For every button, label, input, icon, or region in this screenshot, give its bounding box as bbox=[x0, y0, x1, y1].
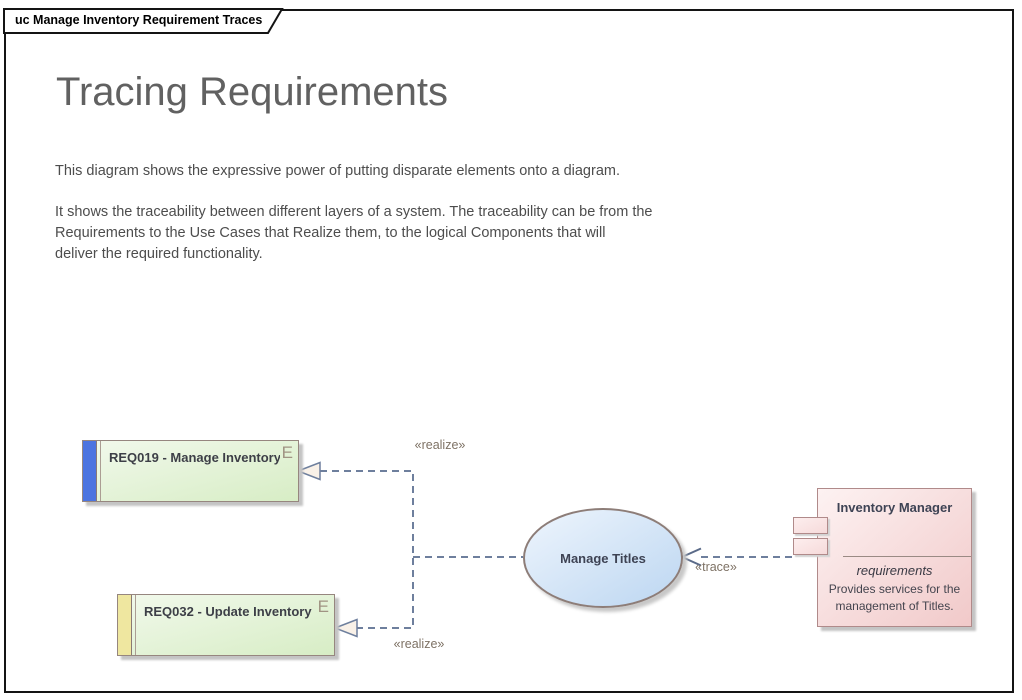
requirement-bar-divider bbox=[97, 441, 101, 501]
external-requirement-icon: E bbox=[281, 443, 293, 462]
description-paragraph-2: It shows the traceability between differ… bbox=[55, 202, 795, 265]
requirement-label: REQ019 - Manage Inventory bbox=[109, 450, 280, 465]
usecase-element-manage-titles[interactable]: Manage Titles bbox=[523, 508, 683, 608]
page-title: Tracing Requirements bbox=[56, 70, 449, 114]
requirement-status-bar bbox=[83, 441, 97, 501]
requirement-status-bar bbox=[118, 595, 132, 655]
diagram-frame bbox=[4, 9, 1014, 693]
description-line: It shows the traceability between differ… bbox=[55, 204, 653, 220]
description-paragraph-1: This diagram shows the expressive power … bbox=[55, 163, 620, 179]
frame-tab-label: uc Manage Inventory Requirement Traces bbox=[15, 13, 263, 27]
frame-tab-shape bbox=[3, 8, 284, 34]
trace-label: «trace» bbox=[695, 560, 737, 574]
component-interface-tab-icon bbox=[793, 517, 828, 534]
component-element-inventory-manager[interactable]: Inventory Manager requirements Provides … bbox=[793, 488, 972, 627]
component-compartment-divider bbox=[843, 556, 971, 557]
component-notes-text: Provides services for the management of … bbox=[828, 582, 961, 613]
description-line: Requirements to the Use Cases that Reali… bbox=[55, 225, 606, 241]
realize-label-top: «realize» bbox=[414, 438, 466, 452]
component-compartment-label: requirements bbox=[856, 563, 933, 578]
description-line: deliver the required functionality. bbox=[55, 246, 263, 262]
requirement-element-req019[interactable]: REQ019 - Manage Inventory E bbox=[82, 440, 299, 502]
requirement-label: REQ032 - Update Inventory bbox=[144, 604, 312, 619]
realize-label-bottom: «realize» bbox=[393, 637, 445, 651]
usecase-label: Manage Titles bbox=[560, 550, 646, 566]
requirement-element-req032[interactable]: REQ032 - Update Inventory E bbox=[117, 594, 335, 656]
external-requirement-icon: E bbox=[317, 597, 329, 616]
component-title: Inventory Manager bbox=[836, 500, 953, 515]
component-interface-tab-icon bbox=[793, 538, 828, 555]
requirement-bar-divider bbox=[132, 595, 136, 655]
frame-tab bbox=[3, 8, 284, 34]
